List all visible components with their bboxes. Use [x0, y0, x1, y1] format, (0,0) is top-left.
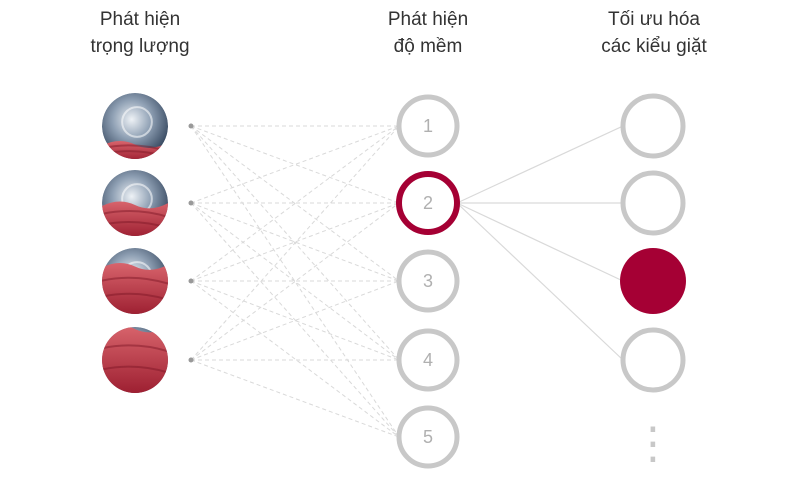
weight-softness-link: [190, 202, 400, 361]
clothes-fold: [102, 365, 168, 374]
softness-node-label: 5: [423, 427, 433, 447]
weight-softness-link: [190, 359, 400, 438]
connector-dot: [188, 200, 194, 206]
clothes-fill: [102, 327, 168, 393]
drum-ring: [121, 106, 153, 138]
weight-level-group: [102, 93, 194, 393]
softness-pattern-link: [456, 202, 624, 361]
clothes-fill: [102, 201, 168, 236]
softness-pattern-link: [456, 202, 624, 282]
weight-softness-link: [190, 202, 400, 361]
clothes-fill: [102, 263, 168, 314]
weight-detection-title: Phát hiện trọng lượng: [90, 9, 190, 57]
weight-level-icon: [102, 170, 168, 236]
weight-softness-link: [190, 280, 400, 438]
weight-softness-link: [190, 280, 400, 361]
softness-node-label: 1: [423, 116, 433, 136]
softness-node-selected: [396, 171, 460, 235]
weight-softness-link: [190, 202, 400, 438]
softness-node-label: 3: [423, 271, 433, 291]
connector-dot: [188, 357, 194, 363]
weight-level-icon: [102, 93, 168, 159]
wash-pattern-node: [620, 93, 686, 159]
softness-pattern-link: [456, 125, 624, 204]
softness-node-label: 2: [423, 193, 433, 213]
weight-level-icon: [102, 327, 168, 393]
connection-lines: [190, 125, 624, 438]
softness-node: [396, 328, 460, 392]
weight-softness-link: [190, 280, 400, 361]
softness-level-group: 1 2 3 4 5: [396, 94, 460, 469]
softness-detection-title: Phát hiện độ mềm: [387, 9, 469, 57]
wash-pattern-group: [620, 93, 686, 393]
weight-softness-link: [190, 125, 400, 204]
weight-softness-link: [190, 125, 400, 282]
softness-node: [396, 405, 460, 469]
wash-pattern-node: [620, 170, 686, 236]
weight-softness-link: [190, 202, 400, 282]
clothes-fold: [102, 276, 168, 285]
weight-level-icon: [102, 248, 168, 314]
clothes-fold: [102, 210, 168, 218]
softness-node-label: 4: [423, 350, 433, 370]
wash-pattern-node: [620, 327, 686, 393]
softness-node: [396, 94, 460, 158]
wash-optimization-title: Tối ưu hóa các kiểu giặt: [601, 9, 707, 57]
weight-softness-link: [190, 125, 400, 438]
clothes-fold: [102, 344, 168, 353]
connector-dot: [188, 123, 194, 129]
wash-pattern-node-selected: [620, 248, 686, 314]
clothes-fold: [102, 292, 168, 301]
weight-softness-link: [190, 125, 400, 204]
softness-node: [396, 249, 460, 313]
weight-softness-link: [190, 202, 400, 282]
connector-dot: [188, 278, 194, 284]
more-patterns-indicator: ⋮: [631, 418, 675, 469]
weight-softness-link: [190, 125, 400, 361]
